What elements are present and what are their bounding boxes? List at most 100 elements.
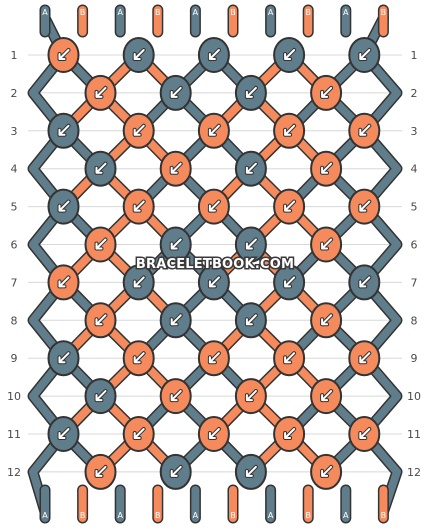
forward-knot-arrow-icon [359,428,371,439]
knot [122,188,155,225]
strand-label-top: B [305,8,311,17]
strand-label-bottom: B [381,511,387,520]
forward-knot-arrow-icon [245,162,257,174]
knot [197,37,230,73]
row-number-left: 5 [11,201,18,214]
knot [348,340,381,377]
knot [273,264,306,301]
knot [197,416,230,452]
strand-label-top: A [343,8,349,17]
strand-label-top: A [42,8,48,17]
knot [234,150,267,187]
forward-knot-arrow-icon [170,238,182,250]
forward-knot-arrow-icon [95,465,107,477]
forward-knot-arrow-icon [284,49,296,60]
forward-knot-arrow-icon [245,238,257,250]
knot [122,264,155,301]
knot [310,453,343,490]
strand-label-bottom: A [193,511,199,520]
row-number-left: 2 [11,87,18,100]
row-number-right: 9 [411,352,418,365]
strand-label-bottom: B [155,511,161,520]
strand-label-bottom: A [343,511,349,520]
forward-knot-arrow-icon [359,352,371,364]
strand-label-bottom: B [305,511,311,520]
knot [234,302,267,339]
forward-knot-arrow-icon [208,428,220,439]
knot [47,264,80,301]
row-number-right: 2 [411,87,418,100]
row-number-left: 12 [7,466,21,479]
strand-label-bottom: A [268,511,274,520]
knot [310,150,343,187]
row-number-right: 7 [411,276,418,289]
forward-knot-arrow-icon [359,124,371,136]
forward-knot-arrow-icon [95,314,107,326]
strand-label-top: A [268,8,274,17]
forward-knot-arrow-icon [170,465,182,477]
row-number-right: 1 [411,49,418,62]
row-number-left: 7 [11,276,18,289]
knot [310,74,343,111]
forward-knot-arrow-icon [321,162,333,174]
strand-label-bottom: A [42,511,48,520]
knot [234,453,267,490]
knot [273,112,306,149]
knot [273,340,306,377]
row-number-left: 6 [11,239,18,252]
knot [47,416,80,452]
knot [159,302,192,339]
knot [310,378,343,415]
strand-label-bottom: A [117,511,123,520]
row-number-right: 8 [411,314,418,327]
row-number-right: 10 [407,390,421,403]
row-number-right: 4 [411,163,418,176]
knot [197,264,230,301]
strand-label-top: B [381,8,387,17]
row-number-left: 9 [11,352,18,365]
knot [47,188,80,225]
forward-knot-arrow-icon [170,162,182,174]
forward-knot-arrow-icon [284,200,296,212]
forward-knot-arrow-icon [321,390,333,402]
watermark: BRACELETBOOK.COM [136,257,294,272]
knot [273,37,306,73]
row-number-right: 5 [411,201,418,214]
knot-grid [47,37,381,490]
knot [310,302,343,339]
knot [234,378,267,415]
strand-label-top: A [117,8,123,17]
forward-knot-arrow-icon [245,465,257,477]
forward-knot-arrow-icon [321,238,333,250]
row-number-right: 6 [411,239,418,252]
forward-knot-arrow-icon [321,314,333,326]
knot [159,378,192,415]
knot [84,150,117,187]
forward-knot-arrow-icon [95,238,107,250]
knot [47,340,80,377]
forward-knot-arrow-icon [208,200,220,212]
knot [310,226,343,263]
row-number-right: 12 [407,466,421,479]
knot [122,416,155,452]
strand-label-bottom: B [80,511,86,520]
forward-knot-arrow-icon [284,352,296,364]
row-number-left: 4 [11,163,18,176]
knot [84,74,117,111]
forward-knot-arrow-icon [95,86,107,98]
knot [159,74,192,111]
knot [84,378,117,415]
knot [84,302,117,339]
forward-knot-arrow-icon [284,124,296,136]
knot [159,226,192,263]
knot [47,112,80,149]
knot [348,188,381,225]
knot [348,37,381,73]
knot [348,416,381,452]
forward-knot-arrow-icon [245,86,257,98]
strand-label-top: B [230,8,236,17]
forward-knot-arrow-icon [58,352,70,364]
knot [159,150,192,187]
knot [122,340,155,377]
